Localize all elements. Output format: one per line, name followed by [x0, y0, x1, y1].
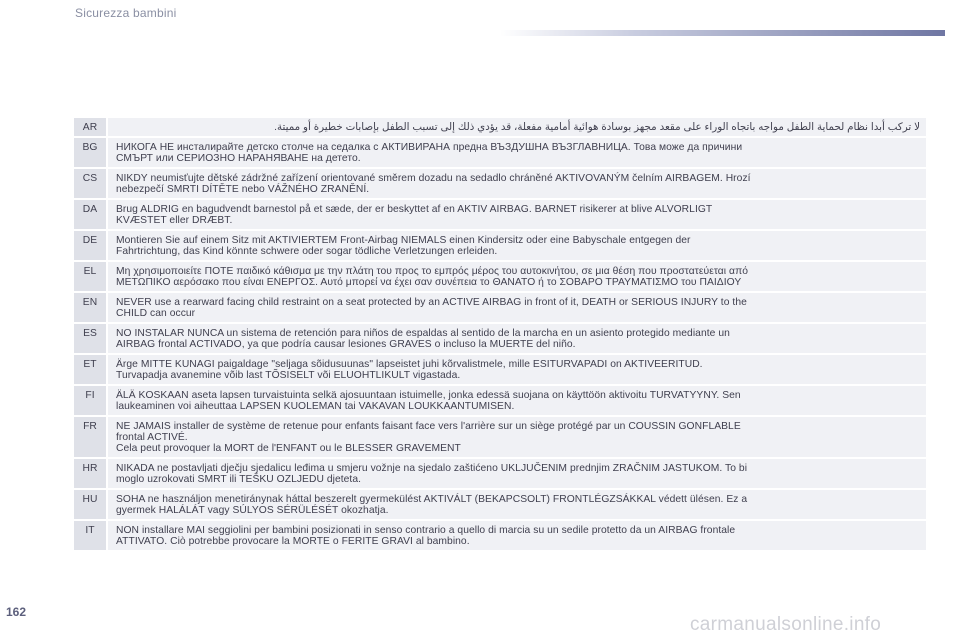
- warning-text-line: frontal ACTIVÉ.: [116, 432, 188, 443]
- warning-text-line: NO INSTALAR NUNCA un sistema de retenció…: [116, 328, 730, 339]
- warning-text: NEVER use a rearward facing child restra…: [108, 293, 926, 324]
- warning-text: Μη χρησιμοποιείτε ΠΟΤΕ παιδικό κάθισμα μ…: [108, 262, 926, 293]
- warning-row-fi: FI ÄLÄ KOSKAAN aseta lapsen turvaistuinta…: [74, 386, 926, 417]
- warning-text-line: CHILD can occur: [116, 308, 196, 319]
- warning-text: НИКОГА НЕ инсталирайте детско столче на …: [108, 138, 926, 169]
- warning-text-line: NON installare MAI seggiolini per bambin…: [116, 525, 736, 536]
- warning-text-line: ΜΕΤΩΠΙΚΟ αερόσακο που είναι ΕΝΕΡΓΟΣ. Αυτ…: [116, 277, 742, 288]
- warning-text-line: AIRBAG frontal ACTIVADO, ya que podría c…: [116, 339, 576, 350]
- warning-text-line: Ärge MITTE KUNAGI paigaldage "seljaga sõ…: [116, 359, 703, 370]
- warning-text: ÄLÄ KOSKAAN aseta lapsen turvaistuinta s…: [108, 386, 926, 417]
- warning-text: NON installare MAI seggiolini per bambin…: [108, 521, 926, 552]
- language-code: ES: [74, 324, 108, 355]
- warning-row-hu: HU SOHA ne használjon menetiránynak hátta…: [74, 490, 926, 521]
- warning-text: لا تركب أبدا نظام لحماية الطفل مواجه بات…: [108, 118, 926, 138]
- warning-text-line: Brug ALDRIG en bagudvendt barnestol på e…: [116, 204, 713, 215]
- language-code: HR: [74, 459, 108, 490]
- language-code: BG: [74, 138, 108, 169]
- language-code: ET: [74, 355, 108, 386]
- warning-row-cs: CS NIKDY neumisťujte dětské zádržné zaříz…: [74, 169, 926, 200]
- warning-row-de: DE Montieren Sie auf einem Sitz mit AKTIV…: [74, 231, 926, 262]
- warning-text-line: Cela peut provoquer la MORT de l'ENFANT …: [116, 443, 461, 454]
- language-code: DE: [74, 231, 108, 262]
- warning-text: Brug ALDRIG en bagudvendt barnestol på e…: [108, 200, 926, 231]
- language-code: FI: [74, 386, 108, 417]
- warning-text-line: moglo uzrokovati SMRT ili TEŠKU OZLJEDU …: [116, 474, 362, 485]
- warning-row-el: EL Μη χρησιμοποιείτε ΠΟΤΕ παιδικό κάθισμα…: [74, 262, 926, 293]
- warning-text-line: NIKDY neumisťujte dětské zádržné zařízen…: [116, 173, 751, 184]
- warning-text-line: gyermek HALÁLÁT vagy SÚLYOS SÉRÜLÉSÉT ok…: [116, 505, 389, 516]
- warning-text-line: ATTIVATO. Ciò potrebbe provocare la MORT…: [116, 536, 470, 547]
- warning-text-line: ÄLÄ KOSKAAN aseta lapsen turvaistuinta s…: [116, 390, 741, 401]
- warning-text-line: لا تركب أبدا نظام لحماية الطفل مواجه بات…: [274, 122, 920, 133]
- warning-row-fr: FR NE JAMAIS installer de système de rete…: [74, 417, 926, 459]
- language-code: EN: [74, 293, 108, 324]
- airbag-warning-table: AR لا تركب أبدا نظام لحماية الطفل مواجه ب…: [74, 118, 926, 552]
- section-title: Sicurezza bambini: [75, 6, 177, 20]
- warning-row-et: ET Ärge MITTE KUNAGI paigaldage "seljaga …: [74, 355, 926, 386]
- warning-row-es: ES NO INSTALAR NUNCA un sistema de retenc…: [74, 324, 926, 355]
- warning-text: SOHA ne használjon menetiránynak háttal …: [108, 490, 926, 521]
- warning-text-line: NEVER use a rearward facing child restra…: [116, 297, 747, 308]
- warning-text-line: SOHA ne használjon menetiránynak háttal …: [116, 494, 748, 505]
- warning-row-it: IT NON installare MAI seggiolini per bamb…: [74, 521, 926, 552]
- warning-row-da: DA Brug ALDRIG en bagudvendt barnestol på…: [74, 200, 926, 231]
- language-code: DA: [74, 200, 108, 231]
- language-code: AR: [74, 118, 108, 138]
- language-code: FR: [74, 417, 108, 459]
- language-code: IT: [74, 521, 108, 552]
- warning-text-line: Μη χρησιμοποιείτε ΠΟΤΕ παιδικό κάθισμα μ…: [116, 266, 748, 277]
- warning-row-hr: HR NIKADA ne postavljati dječju sjedalicu…: [74, 459, 926, 490]
- warning-row-ar: AR لا تركب أبدا نظام لحماية الطفل مواجه ب…: [74, 118, 926, 138]
- warning-text-line: СМЪРТ или СЕРИОЗНО НАРАНЯВАНЕ на детето.: [116, 153, 361, 164]
- warning-text-line: laukeaminen voi aiheuttaa LAPSEN KUOLEMA…: [116, 401, 515, 412]
- warning-text-line: NIKADA ne postavljati dječju sjedalicu l…: [116, 463, 748, 474]
- warning-table-body: AR لا تركب أبدا نظام لحماية الطفل مواجه ب…: [74, 118, 926, 552]
- warning-text-line: Turvapadja avanemine võib last TÕSISELT …: [116, 370, 461, 381]
- warning-row-bg: BG НИКОГА НЕ инсталирайте детско столче н…: [74, 138, 926, 169]
- warning-text: NIKDY neumisťujte dětské zádržné zařízen…: [108, 169, 926, 200]
- header-gradient-rule: [500, 30, 945, 36]
- warning-text: NO INSTALAR NUNCA un sistema de retenció…: [108, 324, 926, 355]
- warning-text-line: Fahrtrichtung, das Kind könnte schwere o…: [116, 246, 498, 257]
- warning-text: Montieren Sie auf einem Sitz mit AKTIVIE…: [108, 231, 926, 262]
- warning-text-line: nebezpečí SMRTI DÍTĚTE nebo VÁŽNÉHO ZRAN…: [116, 184, 370, 195]
- watermark: carmanualsonline.info: [690, 614, 882, 635]
- language-code: EL: [74, 262, 108, 293]
- language-code: CS: [74, 169, 108, 200]
- warning-text-line: НИКОГА НЕ инсталирайте детско столче на …: [116, 142, 743, 153]
- page-number: 162: [6, 605, 27, 619]
- warning-text: Ärge MITTE KUNAGI paigaldage "seljaga sõ…: [108, 355, 926, 386]
- warning-text-line: KVÆSTET eller DRÆBT.: [116, 215, 233, 226]
- language-code: HU: [74, 490, 108, 521]
- warning-text: NIKADA ne postavljati dječju sjedalicu l…: [108, 459, 926, 490]
- warning-text: NE JAMAIS installer de système de retenu…: [108, 417, 926, 459]
- warning-text-line: Montieren Sie auf einem Sitz mit AKTIVIE…: [116, 235, 691, 246]
- warning-row-en: EN NEVER use a rearward facing child rest…: [74, 293, 926, 324]
- warning-text-line: NE JAMAIS installer de système de retenu…: [116, 421, 741, 432]
